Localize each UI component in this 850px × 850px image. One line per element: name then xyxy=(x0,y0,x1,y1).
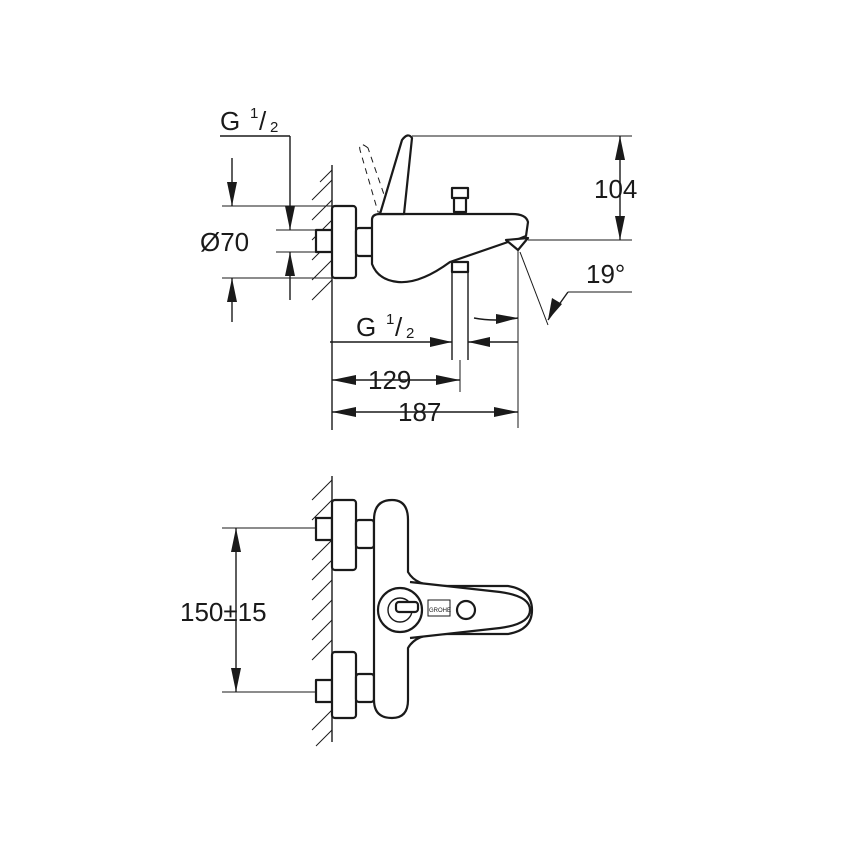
wall-connector xyxy=(314,228,334,254)
outlet-thread-sup: 1 xyxy=(386,311,394,328)
diverter-knob xyxy=(450,186,470,200)
inlet-thread-slash: / xyxy=(259,106,267,136)
escutcheon xyxy=(330,204,358,280)
outlet-thread-slash: / xyxy=(395,312,403,342)
lower-wall-connector xyxy=(314,678,334,704)
outlet-thread-sub: 2 xyxy=(406,325,414,342)
logo: GROHE xyxy=(427,599,451,617)
upper-wall-connector xyxy=(314,516,334,542)
side-view: G 1 / 2 Ø70 104 19° G 1 / 2 129 187 xyxy=(200,105,637,430)
inlet-thread-label: G xyxy=(220,106,240,136)
spout-outlet xyxy=(504,236,530,252)
upper-eccentric xyxy=(354,518,376,550)
inlet-spacing-label: 150±15 xyxy=(180,597,267,627)
inlet-thread-sub: 2 xyxy=(270,119,278,136)
mixer-body xyxy=(370,212,530,284)
shower-outlet xyxy=(450,260,470,274)
outlet-thread-label: G xyxy=(356,312,376,342)
total-projection-label: 187 xyxy=(398,397,441,427)
wall-top xyxy=(311,476,333,747)
diverter-button xyxy=(455,599,477,621)
top-view: GROHE 150±15 xyxy=(180,476,534,747)
inlet-thread-sup: 1 xyxy=(250,105,258,122)
spout-height-label: 104 xyxy=(594,174,637,204)
outlet-distance-label: 129 xyxy=(368,365,411,395)
wall-side xyxy=(311,165,333,430)
lower-escutcheon xyxy=(330,650,358,720)
knob-indicator xyxy=(394,600,420,614)
svg-text:GROHE: GROHE xyxy=(429,608,451,614)
diameter-label: Ø70 xyxy=(200,227,249,257)
lever-open-position xyxy=(359,144,391,213)
lever xyxy=(378,134,414,216)
spout-angle-label: 19° xyxy=(586,259,625,289)
upper-escutcheon xyxy=(330,498,358,572)
lower-eccentric xyxy=(354,672,376,704)
